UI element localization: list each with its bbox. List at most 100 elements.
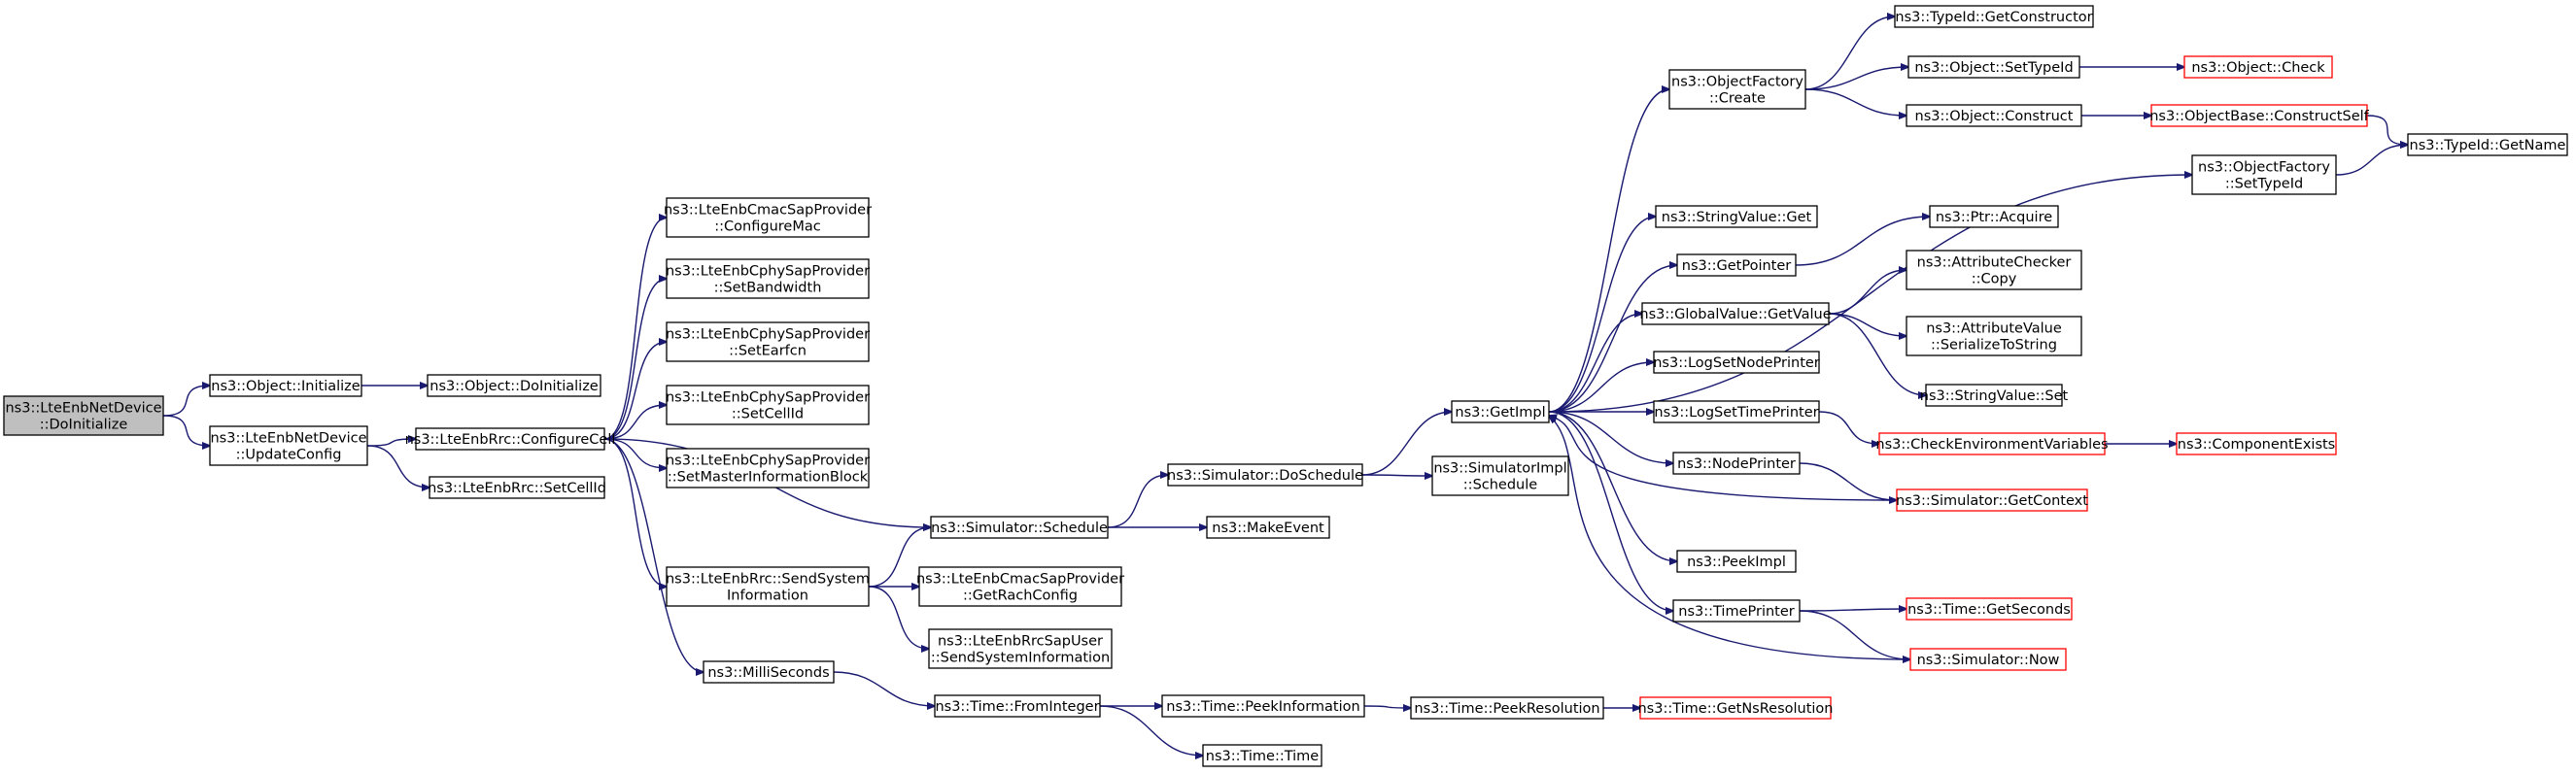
edge-getctx-to-getimpl bbox=[1549, 416, 1898, 501]
node-label: ns3::LteEnbRrc::ConfigureCell bbox=[405, 432, 616, 448]
node-setcellid_cphy[interactable]: ns3::LteEnbCphySapProvider::SetCellId bbox=[666, 385, 870, 425]
node-constructself[interactable]: ns3::ObjectBase::ConstructSelf bbox=[2149, 104, 2370, 127]
node-nodeprinter[interactable]: ns3::NodePrinter bbox=[1672, 452, 1801, 475]
node-label: ns3::LteEnbCphySapProvider bbox=[666, 390, 870, 406]
node-setbw[interactable]: ns3::LteEnbCphySapProvider::SetBandwidth bbox=[666, 258, 870, 299]
node-box bbox=[1672, 452, 1801, 475]
node-box bbox=[703, 660, 835, 684]
node-compexists[interactable]: ns3::ComponentExists bbox=[2176, 432, 2337, 455]
node-objcheck[interactable]: ns3::Object::Check bbox=[2183, 55, 2333, 79]
node-getrach[interactable]: ns3::LteEnbCmacSapProvider::GetRachConfi… bbox=[916, 566, 1124, 607]
node-lognode[interactable]: ns3::LogSetNodePrinter bbox=[1653, 351, 1820, 374]
node-box bbox=[1906, 250, 2082, 290]
node-sendsys[interactable]: ns3::LteEnbRrc::SendSystemInformation bbox=[666, 566, 870, 607]
node-label: ns3::LteEnbCphySapProvider bbox=[666, 454, 870, 469]
node-box bbox=[2407, 133, 2568, 156]
node-updcfg[interactable]: ns3::LteEnbNetDevice::UpdateConfig bbox=[209, 425, 368, 466]
node-getnsres[interactable]: ns3::Time::GetNsResolution bbox=[1637, 696, 1834, 720]
node-label: ns3::LteEnbRrcSapUser bbox=[938, 634, 1103, 650]
node-ptracquire[interactable]: ns3::Ptr::Acquire bbox=[1929, 205, 2059, 228]
node-box bbox=[1929, 205, 2059, 228]
edge-getimpl-to-peekimpl bbox=[1548, 411, 1677, 561]
node-box bbox=[209, 425, 368, 466]
node-label: Information bbox=[727, 589, 808, 604]
node-label: ns3::Object::Check bbox=[2191, 60, 2325, 76]
node-box bbox=[1167, 463, 1363, 487]
node-attrser[interactable]: ns3::AttributeValue::SerializeToString bbox=[1906, 316, 2082, 356]
edge-doschedule-to-getimpl bbox=[1361, 412, 1452, 476]
edge-peekinfo-to-peekres bbox=[1363, 706, 1411, 708]
node-setearfcn[interactable]: ns3::LteEnbCphySapProvider::SetEarfcn bbox=[666, 321, 870, 362]
node-label: ::UpdateConfig bbox=[236, 448, 342, 463]
node-peekimpl[interactable]: ns3::PeekImpl bbox=[1676, 550, 1797, 573]
node-label: ns3::Simulator::Now bbox=[1917, 653, 2060, 668]
node-label: ns3::ObjectFactory bbox=[1671, 75, 1803, 90]
node-obj_doinit[interactable]: ns3::Object::DoInitialize bbox=[427, 374, 601, 397]
node-ofcreate[interactable]: ns3::ObjectFactory::Create bbox=[1668, 69, 1806, 110]
node-box bbox=[666, 566, 870, 607]
node-label: ::GetRachConfig bbox=[963, 589, 1078, 604]
edge-ofcreate-to-getctor bbox=[1804, 17, 1895, 90]
node-objconstruct[interactable]: ns3::Object::Construct bbox=[1906, 104, 2082, 127]
node-root[interactable]: ns3::LteEnbNetDevice::DoInitialize bbox=[3, 395, 164, 436]
node-gvget[interactable]: ns3::GlobalValue::GetValue bbox=[1639, 302, 1832, 325]
node-cfgcell[interactable]: ns3::LteEnbRrc::ConfigureCell bbox=[405, 427, 616, 451]
node-label: ns3::LogSetTimePrinter bbox=[1654, 405, 1818, 421]
node-getptr[interactable]: ns3::GetPointer bbox=[1676, 253, 1797, 277]
node-label: ns3::LteEnbCphySapProvider bbox=[666, 327, 870, 343]
node-label: ns3::Time::GetSeconds bbox=[1907, 602, 2071, 618]
node-box bbox=[1676, 253, 1797, 277]
node-strset[interactable]: ns3::StringValue::Set bbox=[1920, 384, 2069, 407]
node-label: ns3::ObjectBase::ConstructSelf bbox=[2149, 109, 2369, 124]
node-label: ns3::GetPointer bbox=[1682, 258, 1792, 274]
node-setcellid_rrc[interactable]: ns3::LteEnbRrc::SetCellId bbox=[428, 476, 606, 499]
node-label: ns3::Time::PeekInformation bbox=[1166, 699, 1359, 715]
node-strget[interactable]: ns3::StringValue::Get bbox=[1655, 205, 1818, 228]
node-label: ns3::Simulator::GetContext bbox=[1896, 493, 2088, 509]
node-box bbox=[1907, 55, 2080, 79]
edge-cfgcell-to-setcellid_cphy bbox=[603, 405, 667, 440]
node-obj_init[interactable]: ns3::Object::Initialize bbox=[209, 374, 362, 397]
edge-getptr-to-ptracquire bbox=[1795, 217, 1930, 266]
node-simimpl[interactable]: ns3::SimulatorImpl::Schedule bbox=[1431, 455, 1569, 496]
node-label: ::Create bbox=[1709, 91, 1766, 107]
node-getsecs[interactable]: ns3::Time::GetSeconds bbox=[1906, 597, 2073, 621]
node-logtime[interactable]: ns3::LogSetTimePrinter bbox=[1653, 400, 1820, 423]
node-label: ::SetCellId bbox=[732, 407, 804, 422]
node-getimpl[interactable]: ns3::GetImpl bbox=[1451, 400, 1550, 423]
node-label: ns3::NodePrinter bbox=[1677, 456, 1796, 472]
node-settypeid_obj[interactable]: ns3::Object::SetTypeId bbox=[1907, 55, 2080, 79]
node-ofsettypeid[interactable]: ns3::ObjectFactory::SetTypeId bbox=[2191, 154, 2337, 195]
node-tidgetname[interactable]: ns3::TypeId::GetName bbox=[2407, 133, 2568, 156]
node-millisec[interactable]: ns3::MilliSeconds bbox=[703, 660, 835, 684]
node-schedule[interactable]: ns3::Simulator::Schedule bbox=[930, 516, 1109, 539]
node-peekinfo[interactable]: ns3::Time::PeekInformation bbox=[1161, 694, 1365, 718]
nodes-layer: ns3::LteEnbNetDevice::DoInitialize ns3::O… bbox=[3, 5, 2568, 767]
node-peekres[interactable]: ns3::Time::PeekResolution bbox=[1410, 696, 1604, 720]
node-fromint[interactable]: ns3::Time::FromInteger bbox=[934, 694, 1101, 718]
node-label: ns3::MilliSeconds bbox=[707, 665, 829, 681]
node-label: ::SetMasterInformationBlock bbox=[668, 470, 869, 486]
edge-ofcreate-to-objconstruct bbox=[1804, 88, 1906, 116]
node-makeevent[interactable]: ns3::MakeEvent bbox=[1206, 516, 1330, 539]
node-box bbox=[1161, 694, 1365, 718]
node-setmib[interactable]: ns3::LteEnbCphySapProvider::SetMasterInf… bbox=[666, 448, 870, 488]
node-sapuser[interactable]: ns3::LteEnbRrcSapUser::SendSystemInforma… bbox=[928, 628, 1113, 669]
node-getctor[interactable]: ns3::TypeId::GetConstructor bbox=[1894, 5, 2094, 28]
node-box bbox=[1653, 351, 1820, 374]
node-attrcopy[interactable]: ns3::AttributeChecker::Copy bbox=[1906, 250, 2082, 290]
node-box bbox=[1906, 597, 2073, 621]
node-checkenv[interactable]: ns3::CheckEnvironmentVariables bbox=[1875, 432, 2109, 455]
node-box bbox=[1878, 432, 2106, 455]
node-label: ns3::StringValue::Set bbox=[1920, 388, 2069, 404]
node-timetime[interactable]: ns3::Time::Time bbox=[1202, 744, 1322, 767]
node-timeprinter[interactable]: ns3::TimePrinter bbox=[1672, 599, 1801, 623]
node-label: ns3::Time::Time bbox=[1206, 749, 1320, 764]
node-cfgmac[interactable]: ns3::LteEnbCmacSapProvider::ConfigureMac bbox=[664, 197, 872, 238]
node-box bbox=[1909, 648, 2067, 671]
node-label: ::SetEarfcn bbox=[729, 344, 807, 359]
node-box bbox=[1925, 384, 2063, 407]
node-doschedule[interactable]: ns3::Simulator::DoSchedule bbox=[1167, 463, 1363, 487]
node-simnow[interactable]: ns3::Simulator::Now bbox=[1909, 648, 2067, 671]
node-getctx[interactable]: ns3::Simulator::GetContext bbox=[1896, 488, 2088, 512]
